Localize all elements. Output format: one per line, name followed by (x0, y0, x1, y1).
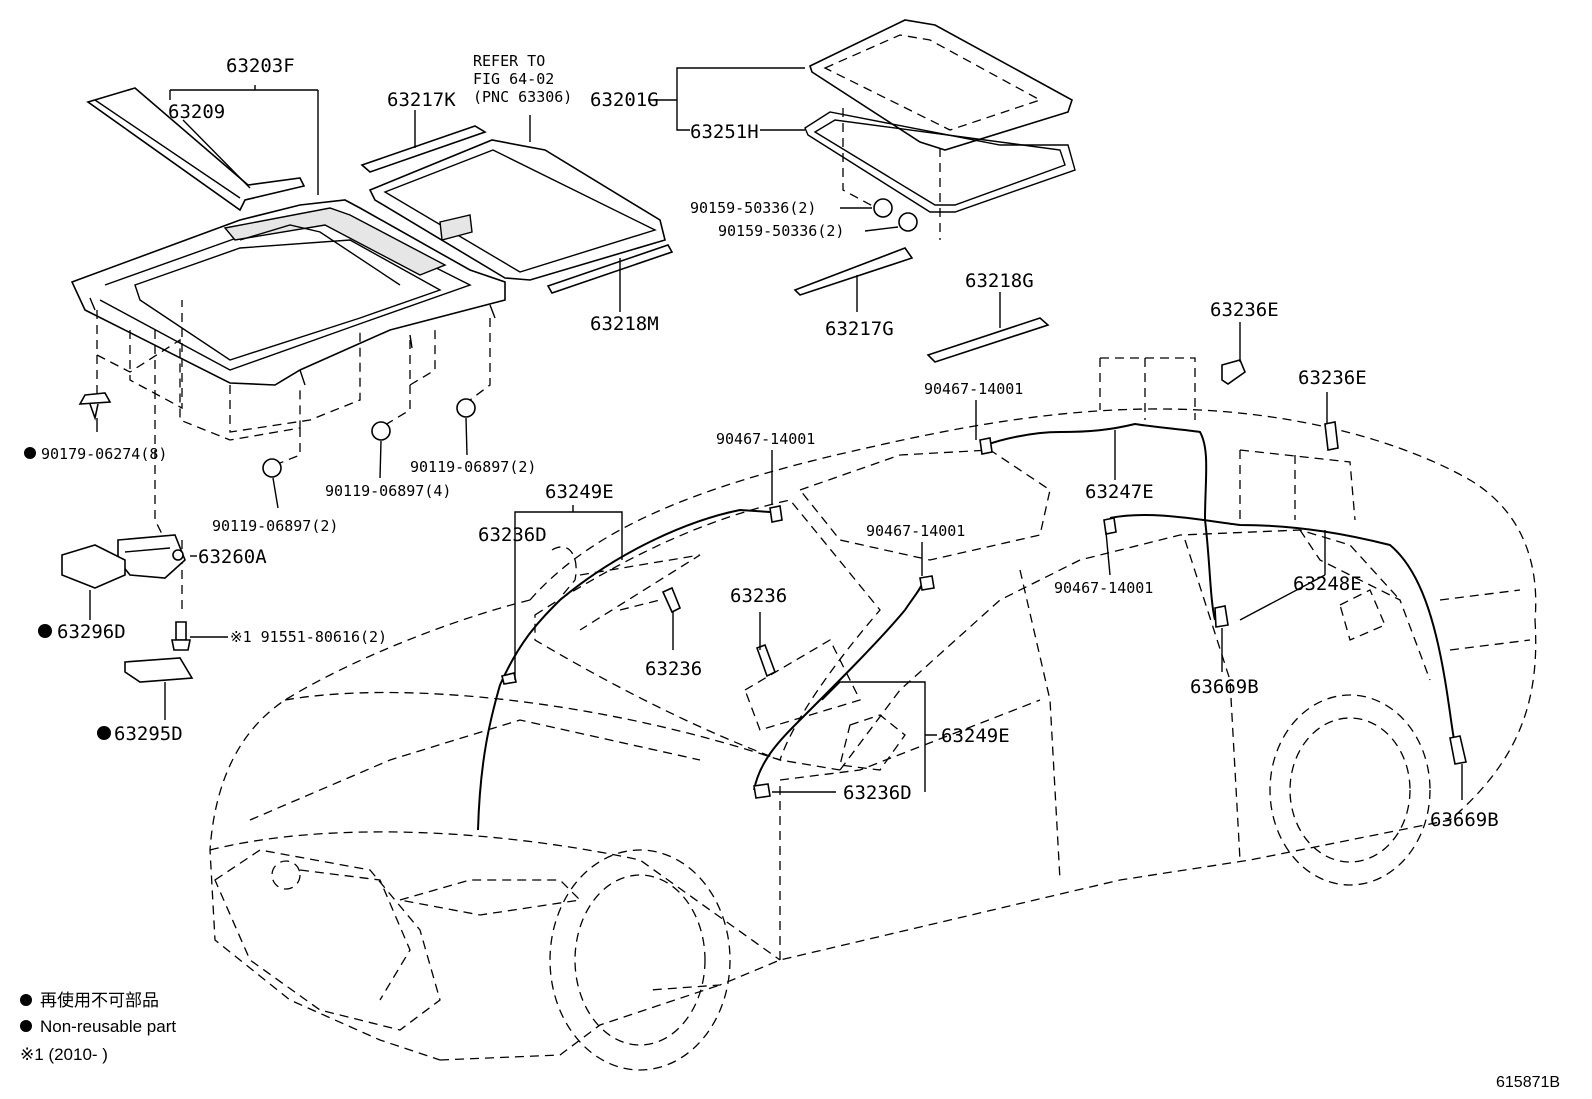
label-63669B-a: 63669B (1190, 676, 1259, 698)
label-refer-line1: REFER TO (473, 52, 545, 70)
label-63249E-top: 63249E (545, 481, 614, 503)
bolt-90159-icons (873, 198, 918, 232)
fastener-icons-left (78, 392, 476, 478)
cover-63296D (61, 544, 126, 589)
non-reusable-bullet-icon (97, 726, 111, 740)
label-63203F: 63203F (226, 55, 295, 77)
vehicle-outline (209, 408, 1537, 1071)
legend-jp: 再使用不可部品 (40, 990, 159, 1010)
legend-note: ※1 (2010- ) (20, 1045, 108, 1064)
label-63236-b: 63236 (645, 658, 702, 680)
legend: 再使用不可部品 Non-reusable part ※1 (2010- ) (20, 990, 176, 1064)
label-63669B-b: 63669B (1430, 809, 1499, 831)
label-63249E-mid: 63249E (941, 725, 1010, 747)
label-bolt-90119-left: 90119-06897(2) (212, 517, 338, 535)
label-63236-a: 63236 (730, 585, 787, 607)
label-refer-line2: FIG 64-02 (473, 70, 554, 88)
label-63201G: 63201G (590, 89, 659, 111)
label-63247E: 63247E (1085, 481, 1154, 503)
sunroof-motor-63260A (117, 534, 186, 579)
drain-hoses (477, 422, 1456, 831)
non-reusable-bullet-icon (24, 447, 36, 459)
label-63209: 63209 (168, 101, 225, 123)
sunroof-frame-dashed-guides (96, 300, 491, 615)
figure-code: 615871B (1496, 1074, 1560, 1091)
label-63217G: 63217G (825, 318, 894, 340)
label-nut-90179: 90179-06274(8) (41, 445, 167, 463)
car-dashed-guides (579, 357, 1356, 731)
label-bolt-90159-a: 90159-50336(2) (690, 199, 816, 217)
part-labels: 63203F 63209 63217K REFER TO FIG 64-02 (… (24, 52, 1499, 831)
label-clip-90467-right: 90467-14001 (1054, 579, 1153, 597)
label-63218M: 63218M (590, 313, 659, 335)
label-63236D-mid: 63236D (843, 782, 912, 804)
leader-lines (89, 67, 1463, 800)
label-bolt-90119-right: 90119-06897(2) (410, 458, 536, 476)
label-clip-90467-mid: 90467-14001 (866, 522, 965, 540)
label-screw-91551: ※1 91551-80616(2) (230, 628, 387, 646)
deflector-strips (793, 247, 1050, 363)
legend-bullet-icon (20, 994, 32, 1006)
car-clip-icons (501, 359, 1467, 799)
legend-en: Non-reusable part (40, 1017, 176, 1036)
label-63236E-right: 63236E (1298, 367, 1367, 389)
label-63236E-top: 63236E (1210, 299, 1279, 321)
label-clip-90467-top: 90467-14001 (924, 380, 1023, 398)
sunroof-glass-panel (804, 19, 1076, 240)
label-bolt-90119-four: 90119-06897(4) (325, 482, 451, 500)
legend-bullet-icon (20, 1020, 32, 1032)
label-63296D: 63296D (57, 621, 126, 643)
screw-91551 (171, 621, 191, 651)
label-refer-line3: (PNC 63306) (473, 88, 572, 106)
label-63251H: 63251H (690, 121, 759, 143)
label-bolt-90159-b: 90159-50336(2) (718, 222, 844, 240)
label-63260A: 63260A (198, 546, 267, 568)
label-63218G: 63218G (965, 270, 1034, 292)
sunshade-panel (360, 125, 674, 294)
label-63236D-left: 63236D (478, 524, 547, 546)
label-63217K: 63217K (387, 89, 456, 111)
label-63248E: 63248E (1293, 573, 1362, 595)
bracket-63295D (124, 657, 194, 683)
label-clip-90467-left: 90467-14001 (716, 430, 815, 448)
sunroof-frame-assembly (70, 87, 506, 386)
label-63295D: 63295D (114, 723, 183, 745)
non-reusable-bullet-icon (38, 624, 52, 638)
